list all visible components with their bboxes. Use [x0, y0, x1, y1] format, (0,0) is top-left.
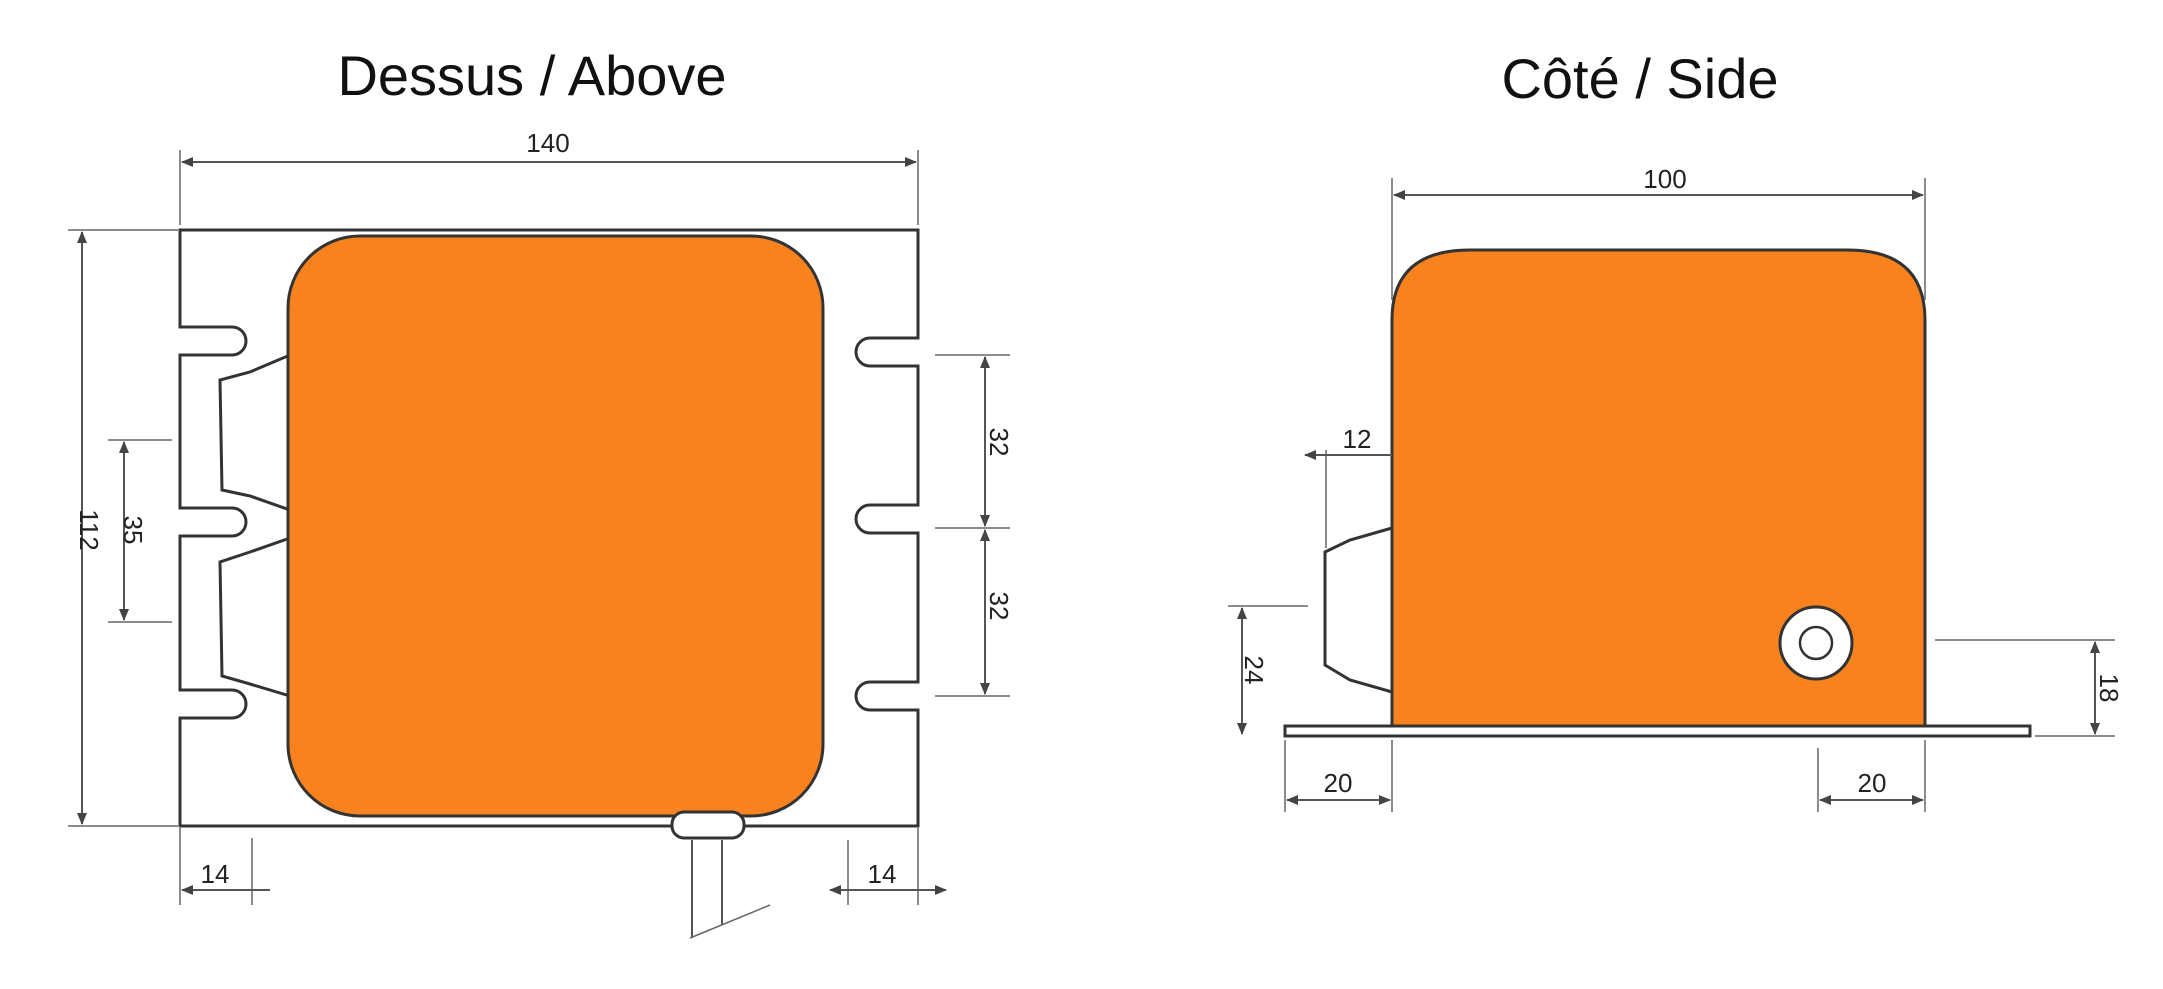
dim-side-hole-height: 18: [2094, 674, 2124, 703]
dim-side-connector-depth: 12: [1343, 424, 1372, 454]
top-view: Dessus / Above 140 112 35: [68, 44, 1014, 939]
dim-top-height: 112: [74, 509, 104, 550]
dim-top-width: 140: [526, 128, 569, 158]
top-connector-lower: [218, 535, 292, 699]
dim-top-left-offset: 14: [201, 859, 230, 889]
dim-top-right-offset: 14: [868, 859, 897, 889]
dim-top-slot-lower: 32: [984, 592, 1014, 621]
top-view-title: Dessus / Above: [337, 44, 726, 107]
top-connector-upper: [218, 352, 292, 513]
dim-side-connector-height: 24: [1239, 656, 1269, 685]
dim-top-spacing: 35: [118, 516, 148, 545]
dim-top-slot-upper: 32: [984, 428, 1014, 457]
side-body: [1390, 248, 1927, 728]
side-connector: [1323, 526, 1394, 694]
side-view-title: Côté / Side: [1501, 47, 1778, 110]
top-cable-gland: [670, 810, 746, 840]
dim-side-right-flange: 20: [1858, 768, 1887, 798]
dim-side-width: 100: [1643, 164, 1686, 194]
top-body: [286, 234, 825, 818]
side-view: Côté / Side 100 12 24 18 20: [1228, 47, 2124, 812]
dim-side-left-flange: 20: [1324, 768, 1353, 798]
